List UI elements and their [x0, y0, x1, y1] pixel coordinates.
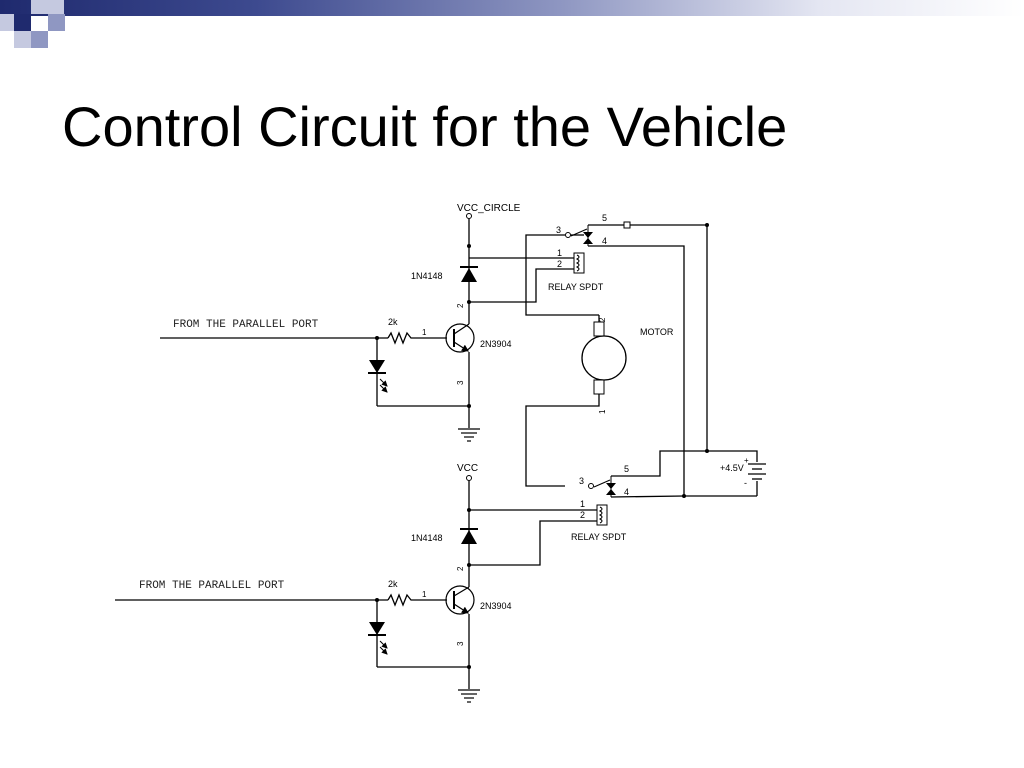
top-pin4-wire: [588, 245, 685, 496]
bottom-diode-label: 1N4148: [411, 533, 443, 543]
motor: MOTOR 2 1: [525, 315, 674, 487]
deco-square-7: [0, 14, 14, 31]
top-relay-pin4: 4: [602, 236, 607, 246]
bottom-vcc-terminal: [466, 475, 472, 481]
bottom-transistor-label: 2N3904: [480, 601, 512, 611]
battery-label: +4.5V: [720, 463, 744, 473]
bottom-relay-pin1: 1: [580, 499, 585, 509]
bottom-transistor: [445, 585, 475, 615]
top-relay-pin3: 3: [556, 225, 561, 235]
deco-square-4: [31, 31, 48, 48]
top-common-to-motor: [525, 234, 599, 316]
slide-title: Control Circuit for the Vehicle: [62, 95, 788, 158]
bottom-emitter-pin: 3: [456, 641, 465, 646]
top-transistor-label: 2N3904: [480, 339, 512, 349]
motor-label: MOTOR: [640, 327, 674, 337]
bottom-relay-coil: [596, 504, 608, 526]
deco-square-1: [14, 14, 31, 31]
battery-minus: -: [744, 478, 747, 488]
bottom-input-label: FROM THE PARALLEL PORT: [139, 580, 285, 592]
top-junction-vcc: [467, 244, 471, 248]
bottom-relay-pin5: 5: [624, 464, 629, 474]
top-relay-coil: [573, 252, 585, 274]
top-transistor: [445, 323, 475, 353]
top-diode-label: 1N4148: [411, 271, 443, 281]
top-led: [368, 360, 388, 393]
bottom-relay-pin3: 3: [579, 476, 584, 486]
top-vcc-label: VCC_CIRCLE: [457, 203, 521, 214]
motor-to-bottom-relay: [525, 394, 600, 487]
motor-pin-top: 2: [598, 317, 607, 322]
top-pin5-wire: [630, 224, 708, 451]
bottom-led: [368, 622, 388, 655]
deco-square-6: [14, 31, 31, 48]
top-relay-pin2: 2: [557, 259, 562, 269]
motor-pin-bottom: 1: [598, 409, 607, 414]
bottom-relay-pin4: 4: [624, 487, 629, 497]
top-collector-pin: 2: [456, 303, 465, 308]
bottom-relay-pin2: 2: [580, 510, 585, 520]
top-relay-pin5: 5: [602, 213, 607, 223]
top-input-label: FROM THE PARALLEL PORT: [173, 319, 319, 331]
deco-square-5: [48, 14, 65, 31]
bottom-resistor: [387, 593, 447, 607]
top-resistor: [387, 331, 447, 345]
bottom-circuit: VCC 1N4148 2 1 2 RELAY SPDT 3 5 4 FROM T…: [115, 450, 757, 703]
top-coil-wire-2: [469, 268, 574, 303]
deco-square-3: [48, 0, 64, 14]
bottom-diode: [460, 528, 478, 544]
battery-plus: +: [744, 456, 749, 465]
bottom-collector-pin: 2: [456, 566, 465, 571]
top-base-pin: 1: [422, 328, 427, 337]
top-vcc-terminal: [466, 213, 472, 219]
top-relay-common: [565, 232, 571, 238]
slide-header-bar: [0, 0, 1024, 16]
bottom-relay-label: RELAY SPDT: [571, 532, 627, 542]
bottom-relay-common: [588, 483, 594, 489]
bottom-base-pin: 1: [422, 590, 427, 599]
top-relay-label: RELAY SPDT: [548, 282, 604, 292]
motor-icon: [581, 335, 627, 381]
top-circuit: VCC_CIRCLE 1N4148 2 1 2 RELAY SPDT 3 5 4: [160, 203, 709, 496]
top-diode: [460, 266, 478, 282]
bottom-vcc-label: VCC: [457, 463, 478, 474]
top-relay-pin1: 1: [557, 248, 562, 258]
top-ground-icon: [458, 428, 480, 442]
battery: +4.5V + -: [705, 449, 766, 496]
top-resistor-label: 2k: [388, 317, 398, 327]
bottom-ground-icon: [458, 689, 480, 703]
deco-square-2: [31, 0, 48, 14]
bottom-resistor-label: 2k: [388, 579, 398, 589]
top-emitter-pin: 3: [456, 380, 465, 385]
